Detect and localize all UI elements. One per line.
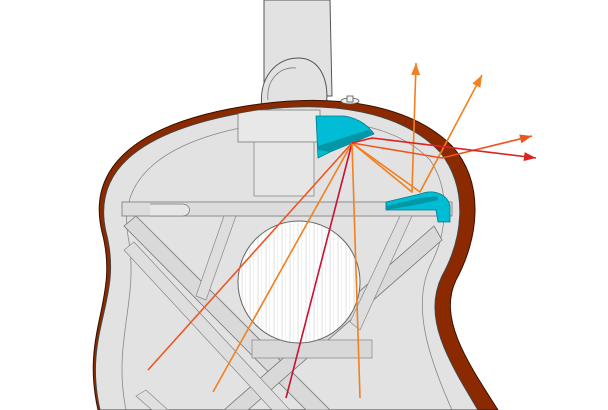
neck xyxy=(260,0,333,109)
ray-6 xyxy=(351,74,483,193)
neck-block xyxy=(237,109,321,143)
ray-6-arrowhead xyxy=(472,75,482,88)
interior-structure xyxy=(121,109,453,410)
ray-paths xyxy=(147,62,537,399)
soundhole xyxy=(237,220,361,344)
tone-bar xyxy=(195,215,237,301)
ray-4 xyxy=(351,142,361,399)
ray-5 xyxy=(351,62,417,193)
soundhole-frame xyxy=(251,339,373,359)
x-brace-left-2 xyxy=(123,241,291,410)
neck-block-lower xyxy=(253,141,315,197)
brace-end-left xyxy=(150,203,190,217)
ray-8 xyxy=(351,137,537,159)
ray-8-arrowhead xyxy=(523,152,536,162)
reflector-lower xyxy=(385,191,451,223)
x-brace-left xyxy=(123,215,331,410)
ray-7 xyxy=(351,135,533,159)
ray-1 xyxy=(147,142,353,371)
tail-block xyxy=(135,389,169,410)
strap-button xyxy=(340,95,360,105)
neck-heel-curve xyxy=(267,67,297,101)
x-brace-right-2 xyxy=(349,215,413,331)
ray-2 xyxy=(212,142,353,393)
reflector-upper xyxy=(315,115,375,159)
ray-3 xyxy=(285,142,353,399)
ray-7-arrowhead xyxy=(519,134,532,144)
ray-5-arrowhead xyxy=(411,63,421,76)
neck-heel xyxy=(260,57,328,109)
